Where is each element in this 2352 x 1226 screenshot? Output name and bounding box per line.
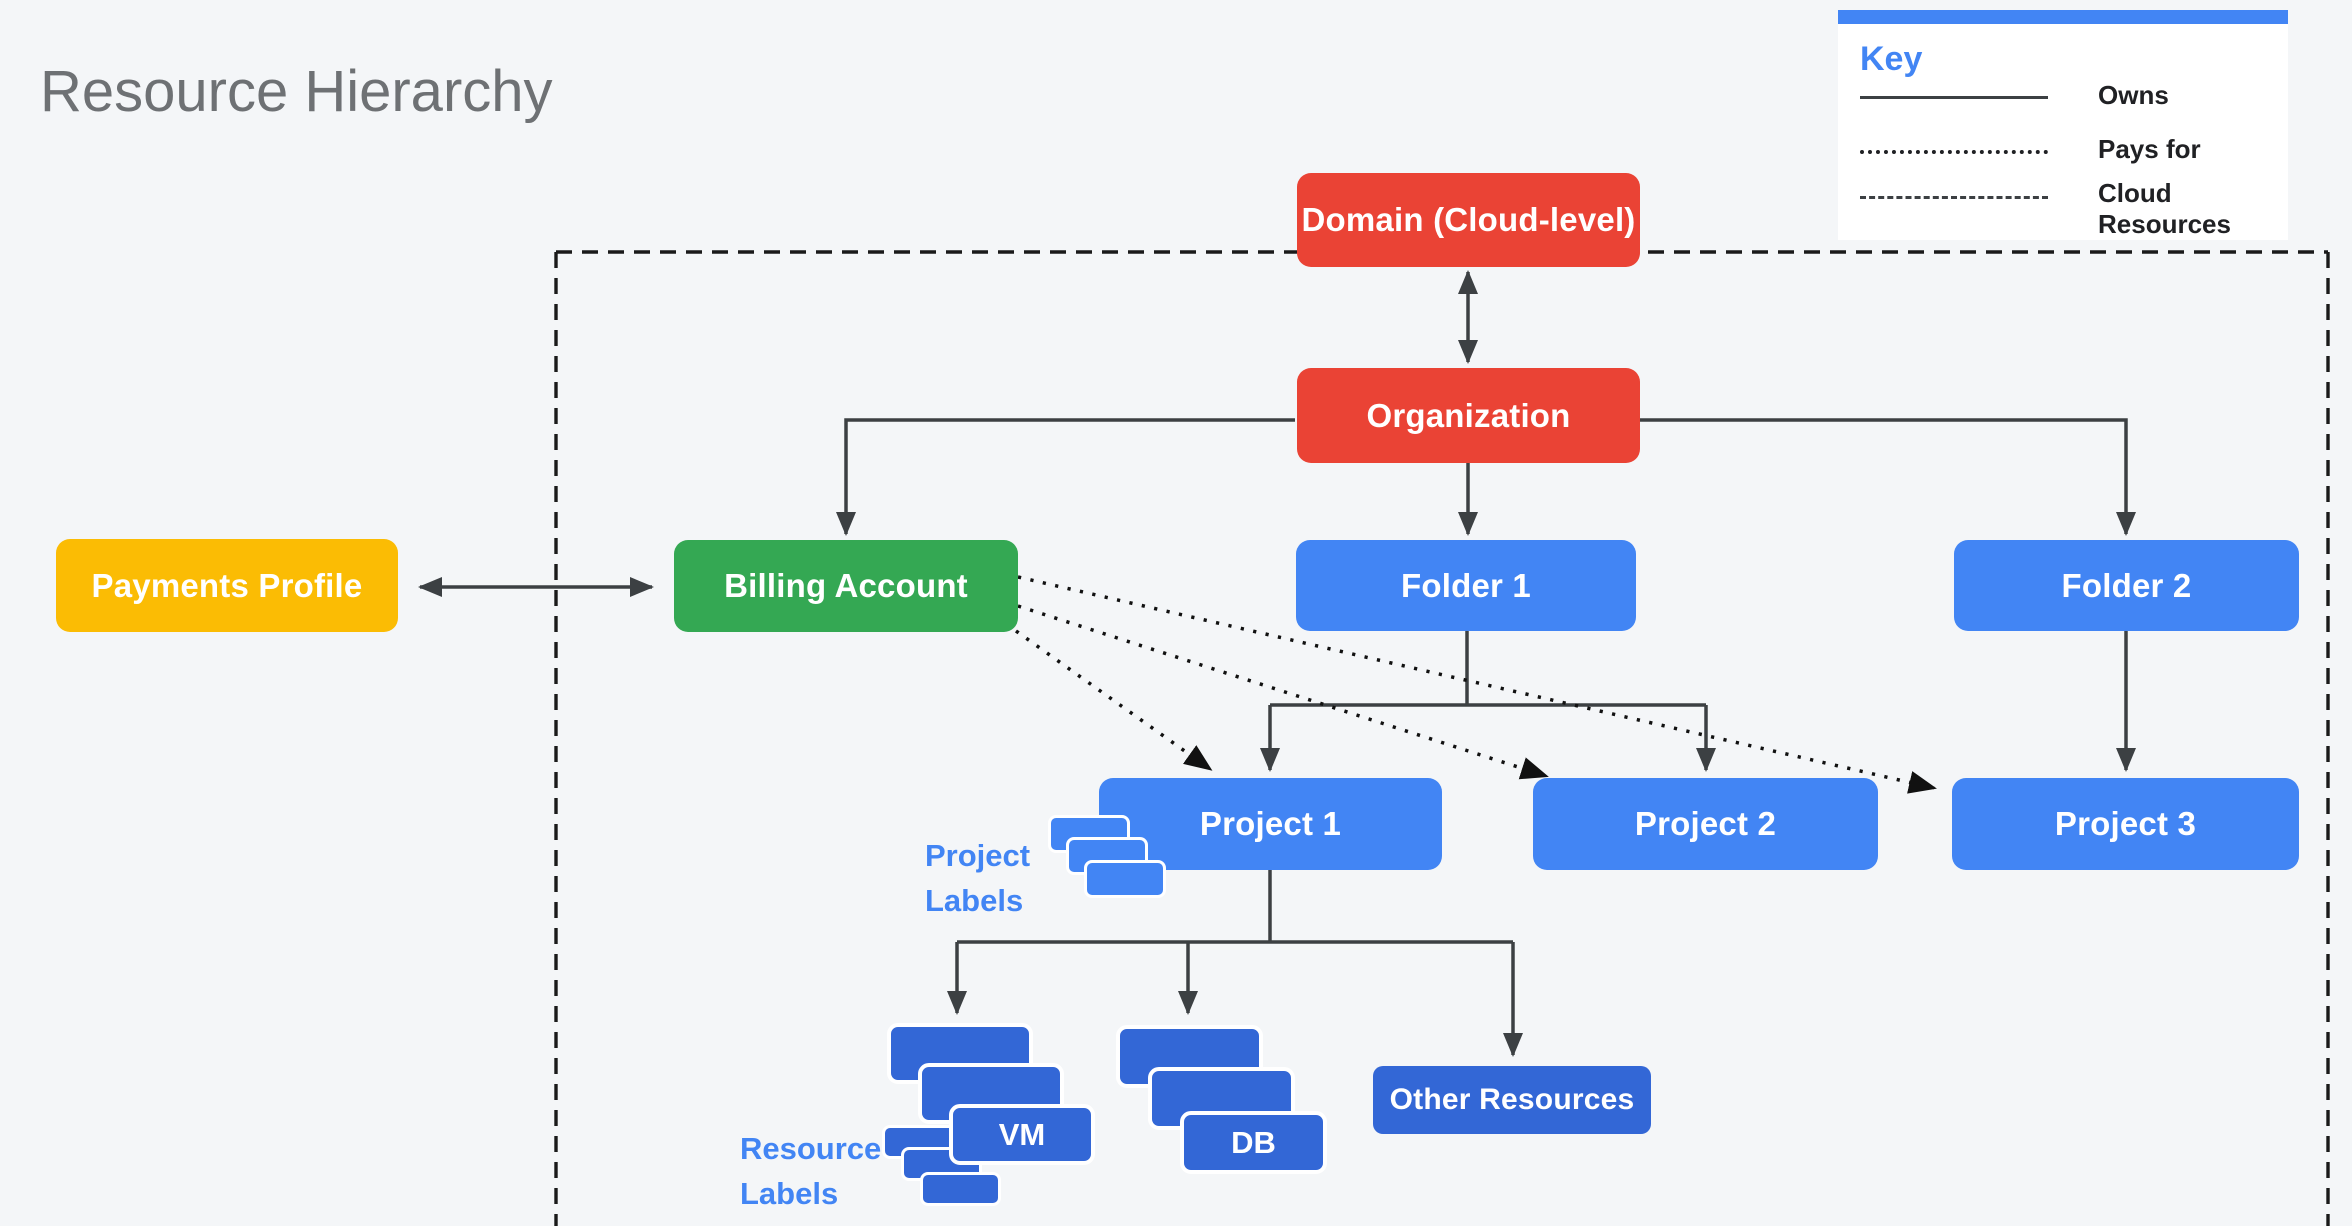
edge-organization-folder2 bbox=[1640, 418, 2136, 536]
resource-labels-line2: Labels bbox=[740, 1176, 839, 1211]
node-project1: Project 1 bbox=[1099, 778, 1442, 870]
node-organization: Organization bbox=[1297, 368, 1640, 463]
node-vm: VM bbox=[949, 1104, 1095, 1165]
node-billing-account-label: Billing Account bbox=[724, 567, 968, 604]
node-folder1: Folder 1 bbox=[1296, 540, 1636, 631]
legend-cloud-resources-label: Cloud Resources bbox=[2098, 178, 2231, 239]
legend: Key Owns Pays for Cloud Resources bbox=[1838, 10, 2288, 240]
edge-billing-project1 bbox=[1014, 629, 1213, 771]
legend-owns-label: Owns bbox=[2098, 80, 2169, 110]
node-project2: Project 2 bbox=[1533, 778, 1878, 870]
owns-connectors bbox=[418, 270, 2136, 1057]
node-db: DB bbox=[1180, 1111, 1327, 1174]
node-payments-profile-label: Payments Profile bbox=[91, 566, 363, 604]
page-title: Resource Hierarchy bbox=[40, 59, 553, 124]
edge-organization-billing bbox=[836, 418, 1295, 536]
node-vm-label: VM bbox=[998, 1116, 1046, 1152]
node-other-resources: Other Resources bbox=[1373, 1066, 1651, 1134]
project-labels-annotation: Project Labels bbox=[925, 833, 1030, 923]
node-domain-label: Domain (Cloud-level) bbox=[1301, 201, 1636, 238]
node-project3-label: Project 3 bbox=[2054, 805, 2197, 842]
node-folder2-label: Folder 2 bbox=[2061, 566, 2192, 604]
node-domain: Domain (Cloud-level) bbox=[1297, 173, 1640, 267]
pays-for-connectors bbox=[1014, 575, 1937, 794]
node-folder1-label: Folder 1 bbox=[1401, 566, 1531, 604]
node-organization-label: Organization bbox=[1366, 396, 1571, 434]
resource-labels-annotation: Resource Labels bbox=[740, 1126, 881, 1216]
node-project3: Project 3 bbox=[1952, 778, 2299, 870]
resource-labels-line1: Resource bbox=[740, 1131, 882, 1166]
edge-billing-project3 bbox=[1017, 575, 1937, 794]
legend-heading: Key bbox=[1860, 40, 1923, 78]
legend-cloud-resources-line-sample bbox=[1860, 196, 2048, 199]
legend-accent-bar bbox=[1838, 10, 2288, 24]
project-labels-line2: Labels bbox=[925, 883, 1024, 918]
node-db-label: DB bbox=[1231, 1124, 1276, 1160]
legend-owns-line-sample bbox=[1860, 96, 2048, 99]
project-labels-line1: Project bbox=[925, 838, 1031, 873]
legend-pays-for-label: Pays for bbox=[2098, 134, 2201, 164]
legend-pays-for-line-sample bbox=[1860, 150, 2048, 154]
node-billing-account: Billing Account bbox=[674, 540, 1018, 632]
node-payments-profile: Payments Profile bbox=[56, 539, 398, 632]
node-project1-label: Project 1 bbox=[1199, 805, 1342, 842]
node-folder2: Folder 2 bbox=[1954, 540, 2299, 631]
node-project2-label: Project 2 bbox=[1634, 805, 1777, 842]
node-other-resources-label: Other Resources bbox=[1389, 1083, 1635, 1116]
project-label-card bbox=[1084, 860, 1166, 898]
resource-label-card bbox=[920, 1172, 1001, 1206]
